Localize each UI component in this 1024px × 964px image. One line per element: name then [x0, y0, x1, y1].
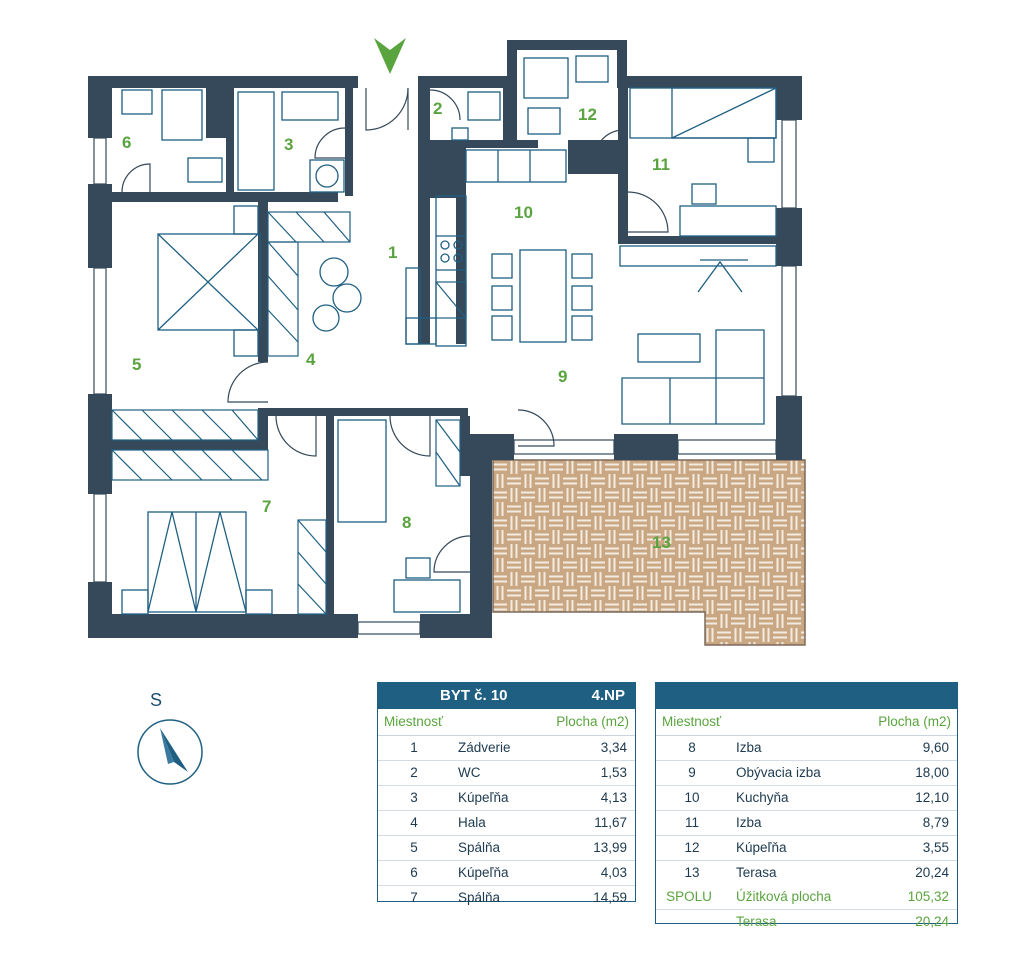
room-number-1: 1 [388, 243, 397, 262]
room-name: Zádverie [458, 740, 511, 755]
room-number-9: 9 [558, 367, 567, 386]
room-name: Kúpeľňa [458, 790, 509, 805]
outer-walls [88, 40, 802, 638]
total-label: SPOLU [666, 889, 712, 904]
room-area: 1,53 [600, 765, 627, 780]
room-number: 1 [410, 740, 418, 755]
room-number-6: 6 [122, 133, 131, 152]
total-value: 105,32 [907, 889, 949, 904]
room-area: 3,55 [922, 840, 949, 855]
room-number: 12 [684, 840, 700, 855]
room-number-4: 4 [306, 350, 316, 369]
compass-icon [137, 719, 203, 785]
terrace-total-value: 20,24 [915, 914, 949, 929]
room-name: Izba [736, 740, 762, 755]
room-area: 3,34 [600, 740, 627, 755]
windows [93, 119, 797, 635]
floor-plan: 1 2 3 4 5 6 7 8 9 10 11 12 13 [88, 38, 806, 646]
interior-walls [112, 88, 776, 616]
room-number-12: 12 [578, 105, 597, 124]
terrace [492, 459, 806, 646]
room-area: 13,99 [593, 840, 627, 855]
room-number-5: 5 [132, 355, 141, 374]
total-name: Úžitková plocha [736, 889, 832, 904]
room-name: WC [458, 765, 481, 780]
room-number: 13 [684, 865, 700, 880]
apartment-title: BYT č. 10 [440, 687, 508, 704]
room-number: 3 [410, 790, 418, 805]
room-name: Kúpeľňa [458, 865, 509, 880]
room-area: 18,00 [915, 765, 949, 780]
room-number-2: 2 [433, 99, 442, 118]
room-name: Obývacia izba [736, 765, 821, 780]
room-number: 7 [410, 890, 418, 905]
room-number: 10 [684, 790, 700, 805]
area-table-left: BYT č. 10 4.NP Miestnosť Plocha (m2) 1 Zá… [377, 682, 636, 905]
room-name: Hala [458, 815, 486, 830]
room-name: Kúpeľňa [736, 840, 787, 855]
table-row: 7 Spálňa 14,59 [378, 886, 635, 910]
compass-south-label: S [150, 690, 163, 710]
room-number-7: 7 [262, 497, 271, 516]
entrance-arrow-icon [374, 38, 406, 74]
table-header [656, 683, 957, 709]
table-row: 5 Spálňa 13,99 [378, 836, 635, 861]
room-area: 20,24 [915, 865, 949, 880]
table-column-headers: Miestnosť Plocha (m2) [378, 709, 635, 736]
table-row: 8 Izba 9,60 [656, 736, 957, 761]
room-name: Terasa [736, 865, 777, 880]
terrace-total-row: Terasa 20,24 [656, 910, 957, 934]
room-area: 4,13 [600, 790, 627, 805]
floor-label: 4.NP [591, 687, 625, 704]
table-row: 10 Kuchyňa 12,10 [656, 786, 957, 811]
room-labels: 1 2 3 4 5 6 7 8 9 10 11 12 13 [122, 99, 671, 552]
furniture [121, 55, 777, 615]
room-area: 12,10 [915, 790, 949, 805]
room-number-11: 11 [652, 155, 670, 174]
column-area: Plocha (m2) [556, 714, 629, 729]
room-area: 11,67 [594, 815, 627, 830]
table-row: 12 Kúpeľňa 3,55 [656, 836, 957, 861]
column-room: Miestnosť [384, 714, 444, 729]
total-row: SPOLU Úžitková plocha 105,32 [656, 885, 957, 910]
table-row: 2 WC 1,53 [378, 761, 635, 786]
room-name: Spálňa [458, 890, 501, 905]
wardrobes [111, 211, 467, 615]
room-name: Kuchyňa [736, 790, 789, 805]
room-number-8: 8 [402, 513, 411, 532]
room-area: 4,03 [600, 865, 627, 880]
room-area: 8,79 [922, 815, 949, 830]
room-number: 4 [410, 815, 418, 830]
room-number-3: 3 [284, 135, 293, 154]
table-row: 1 Zádverie 3,34 [378, 736, 635, 761]
column-room: Miestnosť [662, 714, 722, 729]
room-number: 2 [410, 765, 418, 780]
room-name: Izba [736, 815, 762, 830]
terrace-total-name: Terasa [736, 914, 777, 929]
table-row: 6 Kúpeľňa 4,03 [378, 861, 635, 886]
compass: S [120, 690, 220, 790]
room-name: Spálňa [458, 840, 501, 855]
room-area: 14,59 [593, 890, 627, 905]
table-row: 9 Obývacia izba 18,00 [656, 761, 957, 786]
room-number: 5 [410, 840, 418, 855]
doors [121, 87, 669, 573]
table-header: BYT č. 10 4.NP [378, 683, 635, 709]
room-number: 6 [410, 865, 418, 880]
room-number: 8 [688, 740, 696, 755]
table-row: 13 Terasa 20,24 [656, 861, 957, 885]
table-row: 3 Kúpeľňa 4,13 [378, 786, 635, 811]
room-number: 9 [688, 765, 696, 780]
room-number-10: 10 [514, 203, 533, 222]
column-area: Plocha (m2) [878, 714, 951, 729]
room-number-13: 13 [652, 533, 671, 552]
room-area: 9,60 [922, 740, 949, 755]
table-row: 4 Hala 11,67 [378, 811, 635, 836]
table-column-headers: Miestnosť Plocha (m2) [656, 709, 957, 736]
room-number: 11 [684, 815, 699, 830]
table-row: 11 Izba 8,79 [656, 811, 957, 836]
